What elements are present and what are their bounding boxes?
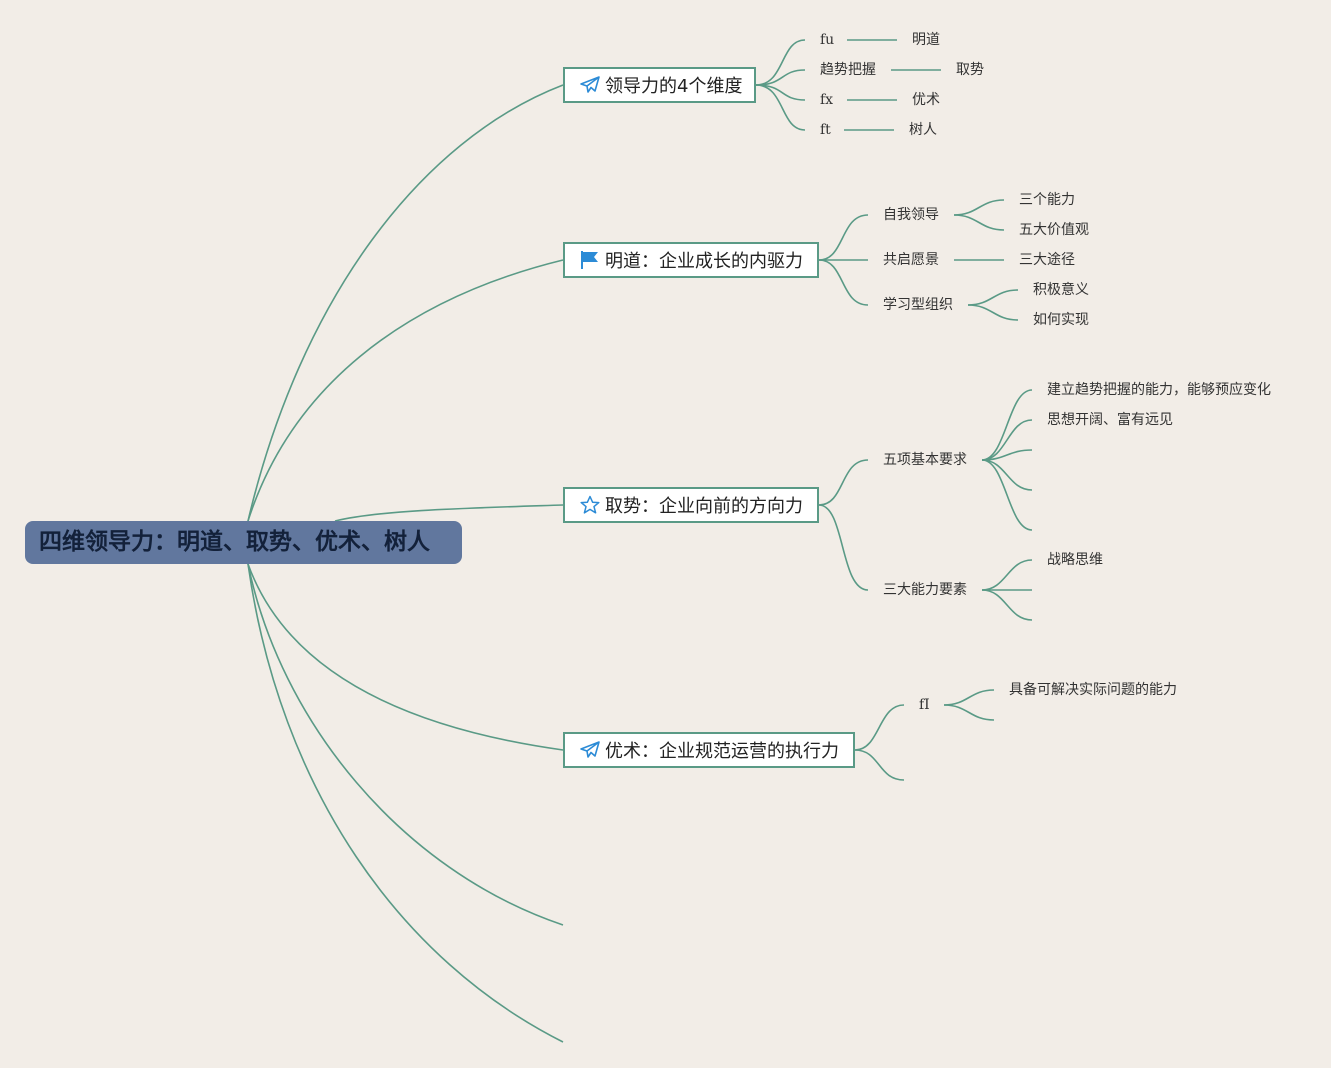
connector-t4-empty (854, 749, 905, 781)
leaf-open-minded[interactable]: 思想开阔、富有远见 (1047, 412, 1173, 428)
subtopic-self-leadership[interactable]: 自我领导 (883, 207, 939, 223)
connector-root-topic3 (334, 504, 564, 522)
topic-qushi[interactable]: 取势：企业向前的方向力 (563, 487, 819, 523)
subtopic-ft[interactable]: ft (820, 122, 831, 138)
connector-learning-positive (967, 289, 1019, 306)
connector-root-topic2 (247, 259, 564, 522)
leaf-how-to-realize[interactable]: 如何实现 (1033, 312, 1089, 328)
connector-fi-c2 (943, 704, 995, 721)
connector-five-c1 (981, 389, 1033, 461)
subtopic-fu[interactable]: fu (820, 32, 835, 48)
leaf-five-values[interactable]: 五大价值观 (1019, 222, 1089, 238)
connector-t1-fu (755, 39, 806, 86)
subtopic-three-elements[interactable]: 三大能力要素 (883, 582, 967, 598)
connector-t4-fi (854, 704, 905, 751)
paper-plane-icon (579, 740, 601, 760)
connector-t1-trend (755, 69, 806, 86)
leaf-three-paths[interactable]: 三大途径 (1019, 252, 1075, 268)
leaf-trend-ability[interactable]: 建立趋势把握的能力，能够预应变化 (1047, 382, 1271, 398)
connector-t3-three (818, 504, 869, 591)
star-icon (579, 495, 601, 515)
connector-self-5values (953, 214, 1005, 231)
leaf-qushi[interactable]: 取势 (956, 62, 984, 78)
connector-five-c4 (981, 459, 1033, 491)
paper-plane-icon (579, 75, 601, 95)
leaf-youshu[interactable]: 优术 (912, 92, 940, 108)
subtopic-fx[interactable]: fx (820, 92, 834, 108)
subtopic-shared-vision[interactable]: 共启愿景 (883, 252, 939, 268)
connector-root-topic1 (247, 84, 564, 522)
topic-mingdao[interactable]: 明道：企业成长的内驱力 (563, 242, 819, 278)
topic-four-dimensions[interactable]: 领导力的4个维度 (563, 67, 756, 103)
connector-root-topic4 (247, 563, 564, 751)
topic-label: 优术：企业规范运营的执行力 (605, 741, 839, 762)
connector-t3-five (818, 459, 869, 506)
root-topic[interactable]: 四维领导力：明道、取势、优术、树人 (25, 521, 462, 564)
connector-t2-learning (818, 259, 869, 306)
connector-t1-fx (755, 84, 806, 101)
connector-fi-c1 (943, 689, 995, 706)
topic-label: 明道：企业成长的内驱力 (605, 251, 803, 272)
leaf-problem-solving[interactable]: 具备可解决实际问题的能力 (1009, 682, 1177, 698)
leaf-strategic-thinking[interactable]: 战略思维 (1047, 552, 1103, 568)
topic-youshu[interactable]: 优术：企业规范运营的执行力 (563, 732, 855, 768)
connector-three-c3 (981, 589, 1033, 621)
subtopic-trend-grasp[interactable]: 趋势把握 (820, 62, 876, 78)
subtopic-fi[interactable]: fI (919, 697, 930, 713)
connector-t1-ft (755, 84, 806, 131)
leaf-shuren[interactable]: 树人 (909, 122, 937, 138)
topic-label: 领导力的4个维度 (605, 76, 743, 97)
connector-t2-self (818, 214, 869, 261)
topic-label: 取势：企业向前的方向力 (605, 496, 803, 517)
connector-self-3ability (953, 199, 1005, 216)
leaf-three-abilities[interactable]: 三个能力 (1019, 192, 1075, 208)
connector-learning-how (967, 304, 1019, 321)
connector-root-empty6 (247, 563, 564, 1043)
connector-five-c5 (981, 459, 1033, 531)
subtopic-five-requirements[interactable]: 五项基本要求 (883, 452, 967, 468)
flag-icon (579, 250, 601, 270)
subtopic-learning-org[interactable]: 学习型组织 (883, 297, 953, 313)
connector-three-c1 (981, 559, 1033, 591)
leaf-positive-meaning[interactable]: 积极意义 (1033, 282, 1089, 298)
leaf-mingdao[interactable]: 明道 (912, 32, 940, 48)
connector-root-empty5 (247, 563, 564, 926)
connector-five-c3 (981, 449, 1033, 461)
